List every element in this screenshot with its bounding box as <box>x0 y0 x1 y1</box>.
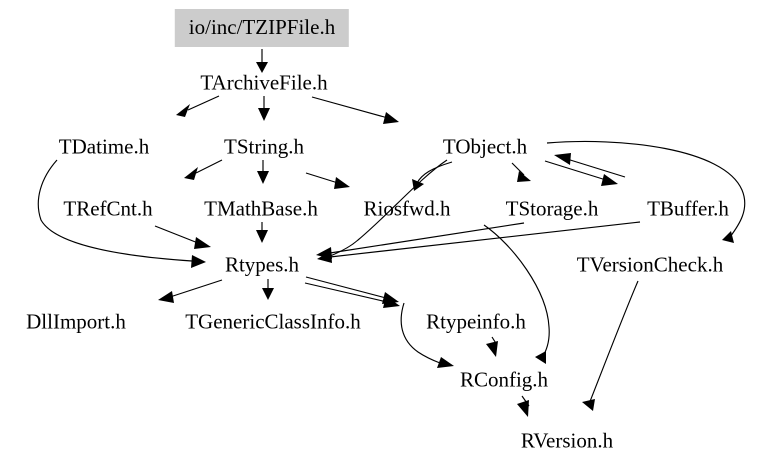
arrowhead <box>486 341 498 357</box>
node-riosfwd[interactable]: Riosfwd.h <box>363 196 451 221</box>
arrowhead <box>517 171 531 182</box>
arrowhead <box>158 291 174 303</box>
arrowhead <box>517 400 529 417</box>
edge-rtypes-dllimport <box>169 279 223 298</box>
node-tobject[interactable]: TObject.h <box>442 134 528 159</box>
edge-tdatime-rtypes <box>37 159 193 262</box>
edge-tobject-tstorage <box>511 162 525 176</box>
node-tdatime[interactable]: TDatime.h <box>58 134 150 159</box>
node-rconfig[interactable]: RConfig.h <box>459 367 549 392</box>
edge-tobject-tbuffer <box>544 160 607 181</box>
arrowhead <box>601 174 618 186</box>
edge-tstorage-rconfig <box>483 224 550 359</box>
arrowhead <box>258 108 270 121</box>
arrowhead <box>176 104 190 117</box>
arrowhead <box>194 237 211 249</box>
edge-tarchivefile-tobject <box>311 96 389 119</box>
node-tgenericclassinfo[interactable]: TGenericClassInfo.h <box>185 309 361 334</box>
edge-tstring-trefcnt <box>195 159 223 174</box>
edge-tobject-tversioncheck <box>546 140 746 238</box>
node-tzipfile[interactable]: io/inc/TZIPFile.h <box>174 9 350 47</box>
arrowhead <box>412 179 424 191</box>
node-dllimport[interactable]: DllImport.h <box>26 309 126 334</box>
edge-tbuffer-rtypes <box>329 221 641 258</box>
edge-tstorage-rtypes <box>329 222 525 254</box>
arrowhead <box>582 399 595 411</box>
edge-tversioncheck-rversion <box>588 280 639 405</box>
arrowhead <box>256 62 268 73</box>
edge-trefcnt-rtypes <box>154 225 199 244</box>
arrowhead <box>383 296 400 308</box>
arrowhead <box>262 288 274 300</box>
arrowhead <box>257 171 269 184</box>
node-trefcnt[interactable]: TRefCnt.h <box>63 196 153 221</box>
edge-tstring-riosfwd <box>305 172 339 184</box>
node-rtypeinfo[interactable]: Rtypeinfo.h <box>426 309 526 334</box>
node-tstring[interactable]: TString.h <box>224 134 304 159</box>
arrowhead <box>722 231 734 243</box>
arrowhead <box>191 255 206 268</box>
arrowhead <box>535 351 546 364</box>
node-rtypes[interactable]: Rtypes.h <box>224 252 300 277</box>
node-tmathbase[interactable]: TMathBase.h <box>204 196 318 221</box>
edge-rtypes-rtypeinfo-b <box>304 282 388 303</box>
arrowhead <box>256 230 268 243</box>
node-tbuffer[interactable]: TBuffer.h <box>647 196 729 221</box>
edge-tobject-riosfwd <box>416 161 453 184</box>
edge-rtypes-rtypeinfo-a <box>305 276 387 299</box>
arrowhead <box>383 112 399 124</box>
arrowhead <box>317 251 332 263</box>
edge-tarchivefile-tdatime <box>187 95 220 111</box>
arrowhead <box>184 167 198 180</box>
edge-tgenericclassinfo-rconfig <box>400 302 441 364</box>
arrowhead <box>437 357 454 368</box>
node-tversioncheck[interactable]: TVersionCheck.h <box>576 252 724 277</box>
node-rversion[interactable]: RVersion.h <box>520 428 614 453</box>
arrowhead <box>554 153 571 165</box>
arrowhead <box>334 177 350 189</box>
edge-tbuffer-tobject <box>566 158 626 178</box>
node-tarchivefile[interactable]: TArchiveFile.h <box>200 70 328 95</box>
node-tstorage[interactable]: TStorage.h <box>505 196 599 221</box>
